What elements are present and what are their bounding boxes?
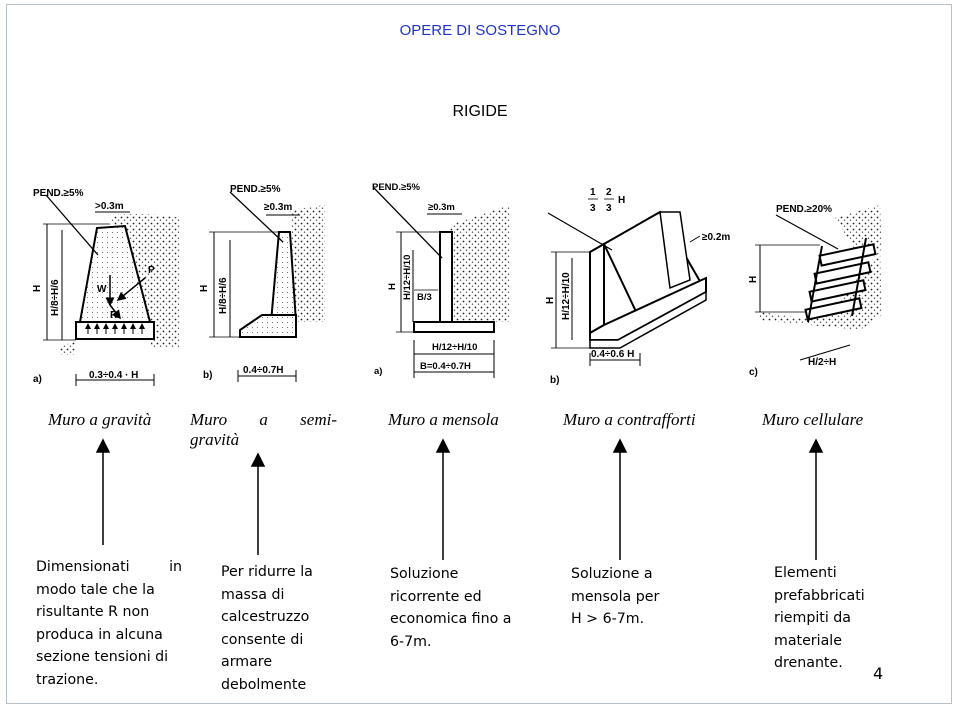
desc-gravity-line: produca in alcuna bbox=[36, 626, 163, 643]
fig4-ratio-label: H/12÷H/10 bbox=[561, 272, 572, 320]
desc-semigravity-line: calcestruzzo bbox=[221, 609, 310, 625]
fig4-base-label: 0.4÷0.6 H bbox=[591, 349, 634, 360]
pointer-arrows bbox=[95, 438, 824, 560]
page-number: 4 bbox=[873, 664, 884, 683]
desc-cantilever-line: economica fino a bbox=[390, 611, 512, 627]
fig1-tag: a) bbox=[33, 374, 42, 385]
desc-semigravity-line: consente di bbox=[221, 631, 304, 648]
desc-semigravity-line: armare bbox=[221, 654, 273, 670]
desc-cellular: Elementi prefabbricati riempiti da mater… bbox=[774, 562, 894, 675]
figure-gravity-wall bbox=[43, 194, 180, 386]
desc-cantilever-line: 6-7m. bbox=[390, 633, 432, 650]
desc-cellular-line: riempiti da bbox=[774, 610, 851, 626]
fig3-h-label: H bbox=[387, 283, 398, 290]
fig3-top-label: ≥0.3m bbox=[428, 202, 455, 213]
fig4-spacing-h: H bbox=[618, 195, 625, 206]
fig4-spacing-d: 3 bbox=[606, 203, 612, 214]
figure-cellular-wall bbox=[755, 205, 882, 361]
desc-cantilever-line: ricorrente ed bbox=[390, 588, 482, 605]
caption-semigravity-word3: semi- bbox=[300, 410, 337, 429]
desc-counterfort-line: mensola per bbox=[571, 588, 660, 605]
fig1-p-label: P bbox=[148, 265, 155, 276]
fig3-tag: a) bbox=[374, 366, 382, 377]
desc-semigravity-line: Per ridurre la bbox=[221, 564, 313, 580]
desc-counterfort-line: H > 6-7m. bbox=[571, 611, 645, 627]
desc-cellular-line: materiale bbox=[774, 632, 842, 649]
fig2-tag: b) bbox=[203, 370, 212, 381]
desc-semigravity-line: debolmente bbox=[221, 676, 307, 693]
fig1-ratio-label: H/8÷H/6 bbox=[50, 279, 61, 316]
fig1-h-label: H bbox=[32, 285, 43, 292]
fig3-slab-label: H/12÷H/10 bbox=[432, 342, 477, 353]
caption-semigravity-word1: Muro bbox=[190, 410, 228, 429]
caption-cellular: Muro cellulare bbox=[762, 410, 864, 429]
fig5-h-label: H bbox=[748, 276, 759, 283]
fig5-base-label: H/2÷H bbox=[808, 357, 836, 368]
section-subtitle: RIGIDE bbox=[452, 103, 508, 120]
desc-semigravity-line: massa di bbox=[221, 586, 285, 603]
desc-cantilever-line: Soluzione bbox=[390, 566, 459, 582]
desc-gravity-line: sezione tensioni di bbox=[36, 649, 169, 665]
desc-cellular-line: prefabbricati bbox=[774, 587, 865, 604]
fig4-h-label: H bbox=[545, 297, 556, 304]
desc-gravity-word: Dimensionati bbox=[36, 559, 130, 575]
fig2-top-label: ≥0.3m bbox=[264, 202, 292, 213]
caption-semigravity-word2: a bbox=[259, 410, 268, 429]
fig4-spacing-a: 1 bbox=[590, 187, 596, 198]
figure-counterfort-wall bbox=[547, 198, 707, 366]
fig2-base-label: 0.4÷0.7H bbox=[243, 365, 284, 376]
caption-gravity: Muro a gravità bbox=[48, 410, 152, 429]
desc-gravity-line: modo tale che la bbox=[36, 581, 155, 598]
desc-counterfort: Soluzione a mensola per H > 6-7m. bbox=[571, 563, 711, 631]
desc-gravity-line1: Dimensionati in bbox=[36, 556, 182, 579]
fig4-spacing-c: 2 bbox=[606, 187, 612, 198]
slide-frame bbox=[6, 4, 952, 704]
desc-gravity: Dimensionati in modo tale che la risulta… bbox=[36, 556, 182, 691]
desc-gravity-line: trazione. bbox=[36, 671, 99, 688]
fig5-tag: c) bbox=[749, 367, 758, 378]
desc-cellular-line: drenante. bbox=[774, 655, 843, 671]
fig2-pend-label: PEND.≥5% bbox=[230, 184, 281, 195]
desc-counterfort-line: Soluzione a bbox=[571, 566, 653, 582]
fig2-ratio-label: H/8÷H/6 bbox=[218, 277, 229, 314]
caption-semigravity: Muro a semi- gravità bbox=[190, 410, 337, 450]
caption-semigravity-line2: gravità bbox=[190, 430, 240, 449]
desc-gravity-line: risultante R non bbox=[36, 604, 150, 620]
fig1-pend-label: PEND.≥5% bbox=[33, 188, 84, 199]
figure-semigravity-wall bbox=[209, 191, 325, 382]
fig2-h-label: H bbox=[199, 285, 210, 292]
figure-cantilever-wall bbox=[373, 187, 510, 378]
fig3-ratio-label: H/12÷H/10 bbox=[402, 255, 413, 300]
desc-cantilever: Soluzione ricorrente ed economica fino a… bbox=[390, 563, 535, 653]
fig3-base-label: B=0.4÷0.7H bbox=[420, 361, 471, 372]
fig1-base-label: 0.3÷0.4 · H bbox=[89, 370, 138, 381]
page-title: OPERE DI SOSTEGNO bbox=[399, 22, 561, 39]
desc-gravity-word: in bbox=[169, 559, 182, 575]
desc-cellular-line: Elementi bbox=[774, 565, 837, 581]
fig1-top-label: >0.3m bbox=[95, 201, 124, 212]
fig4-spacing-b: 3 bbox=[590, 203, 596, 214]
desc-semigravity: Per ridurre la massa di calcestruzzo con… bbox=[221, 561, 341, 696]
fig4-tag: b) bbox=[550, 375, 559, 386]
caption-counterfort: Muro a contrafforti bbox=[563, 410, 696, 429]
fig4-top-label: ≥0.2m bbox=[702, 232, 730, 243]
caption-cantilever: Muro a mensola bbox=[388, 410, 499, 429]
fig1-r-label: R bbox=[110, 310, 118, 321]
fig3-toe-label: B/3 bbox=[417, 292, 432, 303]
fig3-pend-label: PEND.≥5% bbox=[372, 182, 421, 193]
fig1-w-label: W bbox=[97, 284, 107, 295]
fig5-pend-label: PEND.≥20% bbox=[776, 204, 832, 215]
